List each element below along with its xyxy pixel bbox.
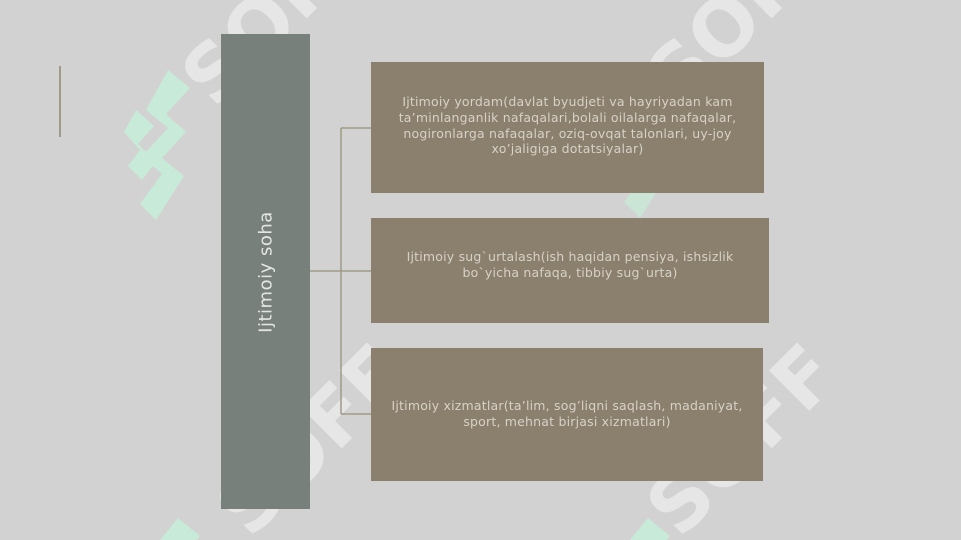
child-node-label: Ijtimoiy sug`urtalash(ish haqidan pensiy…: [406, 248, 734, 280]
child-node-label: Ijtimoiy yordam(davlat byudjeti va hayri…: [398, 94, 737, 157]
child-node-social-assistance: Ijtimoiy yordam(davlat byudjeti va hayri…: [371, 62, 764, 193]
child-node-social-insurance: Ijtimoiy sug`urtalash(ish haqidan pensiy…: [371, 218, 769, 323]
child-node-label: Ijtimoiy xizmatlar(ta’lim, sog’liqni saq…: [391, 397, 743, 429]
root-node: Ijtimoiy soha: [221, 34, 310, 509]
accent-line: [59, 66, 61, 137]
child-node-social-services: Ijtimoiy xizmatlar(ta’lim, sog’liqni saq…: [371, 348, 763, 481]
root-node-label: Ijtimoiy soha: [255, 210, 276, 333]
